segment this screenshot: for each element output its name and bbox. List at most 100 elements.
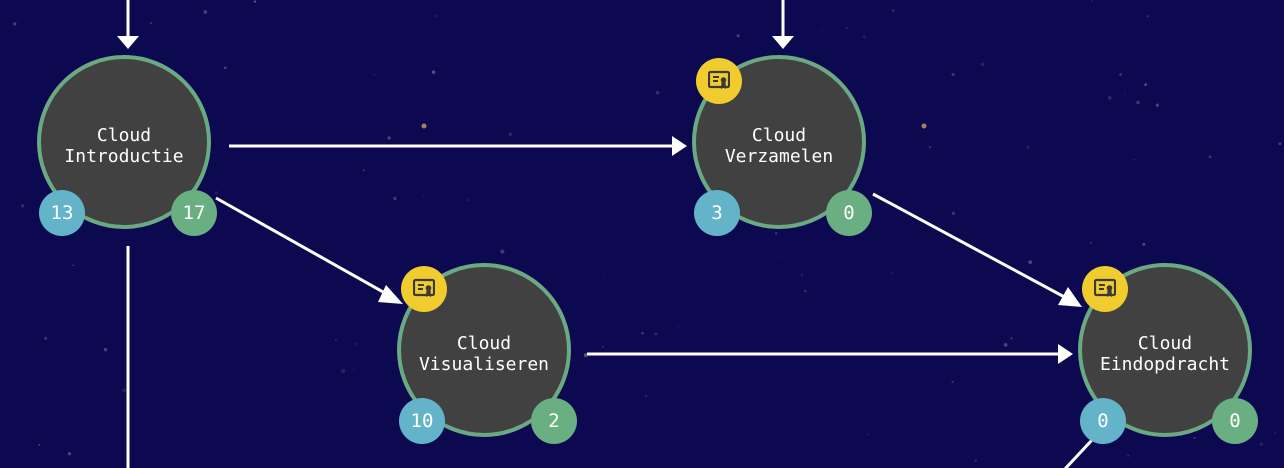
star [1089,241,1093,245]
star [423,194,425,197]
star [1193,436,1196,439]
node-cloud-introductie[interactable]: Cloud Introductie 13 17 [37,55,217,236]
node-title-line2: Visualiseren [418,354,550,375]
star [72,264,75,267]
star [645,394,648,397]
star [641,332,644,335]
node-title-line2: Verzamelen [724,146,834,167]
star [891,9,895,12]
right-count-badge: 17 [171,190,217,236]
node-title: Cloud Introductie [41,125,207,167]
edge-introductie-to-visualiseren [215,196,393,299]
arrowhead-introductie-top [117,36,139,49]
arrowhead-verzamelen-left [672,136,687,156]
star [149,22,152,25]
star [13,22,17,26]
star [928,145,932,149]
edge-verzamelen-to-eindopdracht [872,192,1071,302]
star [1259,442,1264,447]
star [951,380,954,384]
star [1208,155,1212,159]
star [800,273,803,276]
star [122,388,127,393]
certificate-icon [401,266,447,312]
star [373,73,376,76]
star [951,211,956,216]
edge-eindopdracht-to-bottom [1063,438,1094,468]
star [500,249,505,254]
star [1143,83,1147,87]
star [1136,100,1140,105]
star [508,132,513,137]
star [355,343,357,345]
certificate-icon [1082,266,1128,312]
star [341,369,346,373]
node-title-line2: Eindopdracht [1099,354,1231,375]
right-count-badge: 0 [826,190,872,236]
arrowhead-visualiseren [378,285,403,304]
star [44,336,48,341]
star [1003,343,1008,347]
star [1091,0,1093,2]
star [1155,103,1160,107]
left-count-badge: 3 [694,190,740,236]
star [103,347,108,352]
star [1026,145,1030,149]
node-title-line2: Introductie [64,146,184,167]
star [821,29,823,31]
star [891,272,894,274]
star [253,0,257,3]
arrowhead-eindopdracht-diagonal [1058,287,1082,307]
star [67,452,72,456]
star [778,256,780,259]
star [921,123,927,129]
node-title-line1: Cloud [1137,333,1193,354]
star [223,66,227,70]
arrowhead-eindopdracht-left [1058,344,1073,364]
left-count-badge: 13 [39,190,85,236]
node-title-line1: Cloud [751,125,807,146]
node-title-line1: Cloud [96,125,152,146]
star [1124,93,1126,96]
star [867,433,869,436]
star [467,199,470,202]
star [775,232,778,235]
node-title: Cloud Visualiseren [401,333,567,375]
star [804,290,807,293]
star [583,353,588,358]
star [1274,432,1276,434]
star [1144,83,1148,86]
node-cloud-visualiseren[interactable]: Cloud Visualiseren 10 2 [397,263,577,444]
star [421,123,427,129]
star [393,196,397,201]
node-title-line1: Cloud [456,333,512,354]
star [736,34,740,38]
star [1107,96,1112,100]
left-count-badge: 10 [399,398,445,444]
star [677,326,680,328]
node-title: Cloud Eindopdracht [1082,333,1248,375]
node-cloud-verzamelen[interactable]: Cloud Verzamelen 3 0 [692,55,872,236]
right-count-badge: 0 [1212,398,1258,444]
node-title: Cloud Verzamelen [696,125,862,167]
star [951,72,955,77]
star [601,345,604,348]
star [974,459,977,462]
star [655,90,660,95]
star [1146,15,1149,18]
star [38,443,41,446]
star [845,27,848,29]
left-count-badge: 0 [1080,398,1126,444]
star [980,62,985,67]
node-cloud-eindopdracht[interactable]: Cloud Eindopdracht 0 0 [1078,263,1258,444]
star [434,15,437,17]
star [1278,142,1282,146]
certificate-icon [696,58,742,104]
star [21,204,25,208]
star [203,10,208,14]
star [1142,242,1146,246]
arrowhead-verzamelen-top [772,36,794,49]
star [214,191,218,195]
star [1127,454,1130,457]
